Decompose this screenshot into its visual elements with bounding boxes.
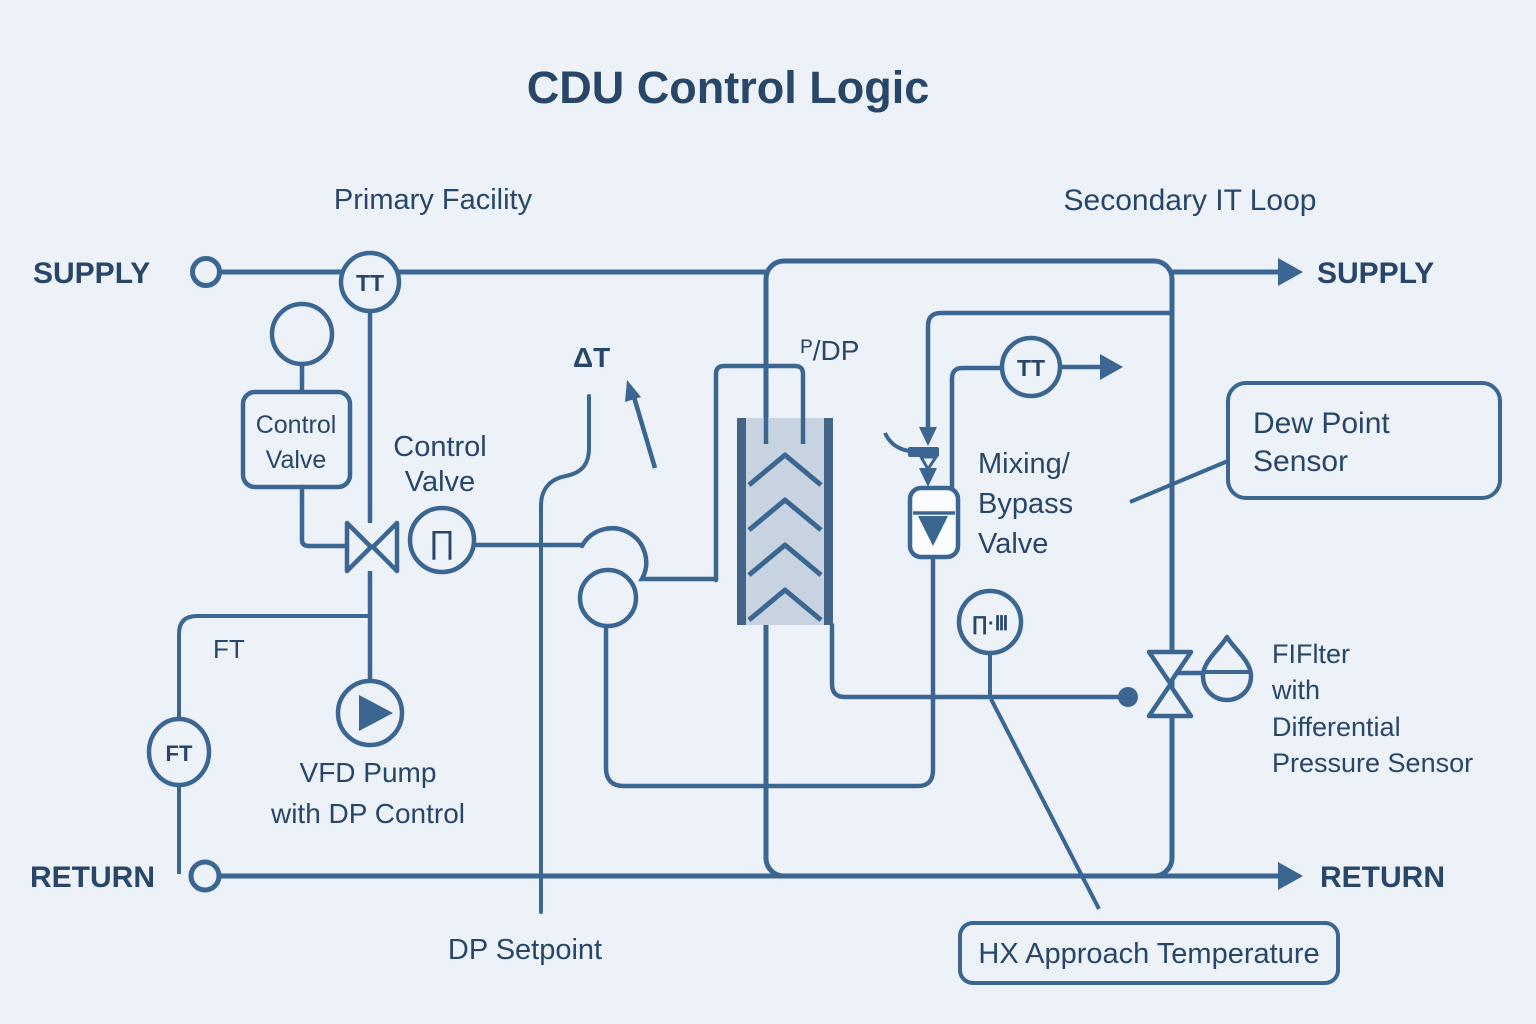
filter-valve-icon-top: [1146, 649, 1194, 686]
secondary-section-label: Secondary IT Loop: [1064, 184, 1317, 217]
tt-arrow-icon: [1100, 354, 1123, 380]
secondary-return-to-pump-pipe: [603, 553, 936, 789]
positioner-glyph-text: ∏: [429, 524, 455, 560]
filter-label-line3: Differential: [1272, 712, 1401, 742]
supply-left-label: SUPPLY: [33, 257, 150, 290]
hx-approach-label: HX Approach Temperature: [978, 938, 1319, 970]
hx-chevron-1: [747, 452, 823, 487]
valve-positioner-icon: [407, 505, 477, 575]
dp-setpoint-leader-line: [539, 394, 591, 914]
bypass-valve-handle-icon: [883, 432, 910, 453]
secondary-hx-inlet-pipe: [713, 363, 806, 583]
ft-branch-pipe: [177, 614, 372, 721]
heat-exchanger-body: [741, 418, 830, 625]
supply-arrow-icon: [1278, 258, 1303, 286]
filter-droplet-icon: [1200, 634, 1254, 703]
control-valve-label-box: [240, 389, 353, 490]
dp-setpoint-label: DP Setpoint: [448, 934, 602, 966]
p-dp-label: ᴾ/DP: [801, 335, 859, 366]
filter-label-line2: with: [1271, 675, 1320, 705]
primary-tt-icon: [338, 250, 402, 314]
control-valve-box-line2: Valve: [266, 446, 327, 474]
hx-outlet-pipe: [829, 622, 1121, 700]
return-arrow-icon: [1278, 862, 1303, 890]
delta-t-arrowhead-icon: [625, 380, 641, 402]
dew-point-callout-line: [1129, 456, 1236, 504]
bypass-arrow-icon: [919, 427, 937, 446]
control-valve-stem: [299, 484, 350, 549]
control-valve-label-line1: Control: [393, 431, 487, 463]
return-left-label: RETURN: [30, 861, 155, 894]
hx-approach-callout-line: [989, 698, 1101, 910]
bypass-valve-seat-icon: [908, 447, 939, 457]
secondary-tt-feed-pipe: [949, 365, 1006, 493]
vfd-pump-label-line2: with DP Control: [270, 798, 465, 829]
control-valve-label-line2: Valve: [405, 466, 475, 498]
loop-pump-volute: [579, 526, 719, 582]
delta-t-label: ΔT: [573, 342, 610, 373]
ft-circle-text: FT: [166, 741, 193, 766]
hx-chevron-3: [747, 542, 823, 577]
filter-label-line1: FIFlter: [1272, 639, 1350, 669]
hx-left-plate: [737, 418, 746, 625]
flow-transmitter-icon: [146, 716, 212, 788]
primary-tt-text: TT: [356, 270, 384, 296]
supply-right-label: SUPPLY: [1317, 257, 1434, 290]
return-port-connector: [188, 859, 222, 893]
hx-chevron-4: [747, 587, 823, 622]
bypass-arrow2-icon: [919, 468, 937, 487]
loop-pump-icon: [577, 567, 639, 629]
vfd-pump-label-line1: VFD Pump: [300, 757, 437, 788]
dew-point-label-line2: Sensor: [1253, 445, 1348, 478]
vfd-pump-triangle-icon: [359, 695, 393, 731]
control-valve-icon-right: [370, 520, 400, 574]
bypass-tap-pipe: [925, 310, 1173, 430]
hx-chevron-2: [747, 497, 823, 532]
mixing-bypass-line1: Mixing/: [978, 448, 1071, 480]
hx-approach-temperature-box: [958, 921, 1340, 985]
bypass-valve-plug-icon: [918, 516, 948, 546]
pipe-junction-dot: [1118, 687, 1138, 707]
dew-point-sensor-box: [1226, 381, 1502, 500]
primary-section-label: Primary Facility: [334, 184, 533, 216]
filter-valve-icon-bottom: [1146, 682, 1194, 719]
approach-temp-sensor-icon: [956, 588, 1024, 656]
control-valve-box-line1: Control: [256, 411, 337, 439]
approach-sensor-glyph-text: ∏·Ⅲ: [972, 613, 1009, 635]
dew-point-label-line1: Dew Point: [1253, 407, 1390, 440]
diagram-title: CDU Control Logic: [527, 62, 929, 113]
filter-label-line4: Pressure Sensor: [1272, 748, 1473, 778]
return-right-label: RETURN: [1320, 861, 1445, 894]
secondary-tt-text: TT: [1017, 355, 1045, 381]
ft-branch-label: FT: [213, 634, 245, 664]
valve-actuator-icon: [269, 301, 335, 367]
mixing-bypass-line2: Bypass: [978, 488, 1073, 520]
secondary-tt-icon: [999, 335, 1063, 399]
delta-t-arrow-line: [631, 396, 658, 469]
bypass-valve-funnel-icon: [918, 455, 939, 472]
hx-right-plate: [824, 418, 833, 625]
mixing-bypass-line3: Valve: [978, 528, 1048, 560]
control-valve-icon-left: [344, 520, 374, 574]
supply-port-connector: [190, 256, 222, 288]
